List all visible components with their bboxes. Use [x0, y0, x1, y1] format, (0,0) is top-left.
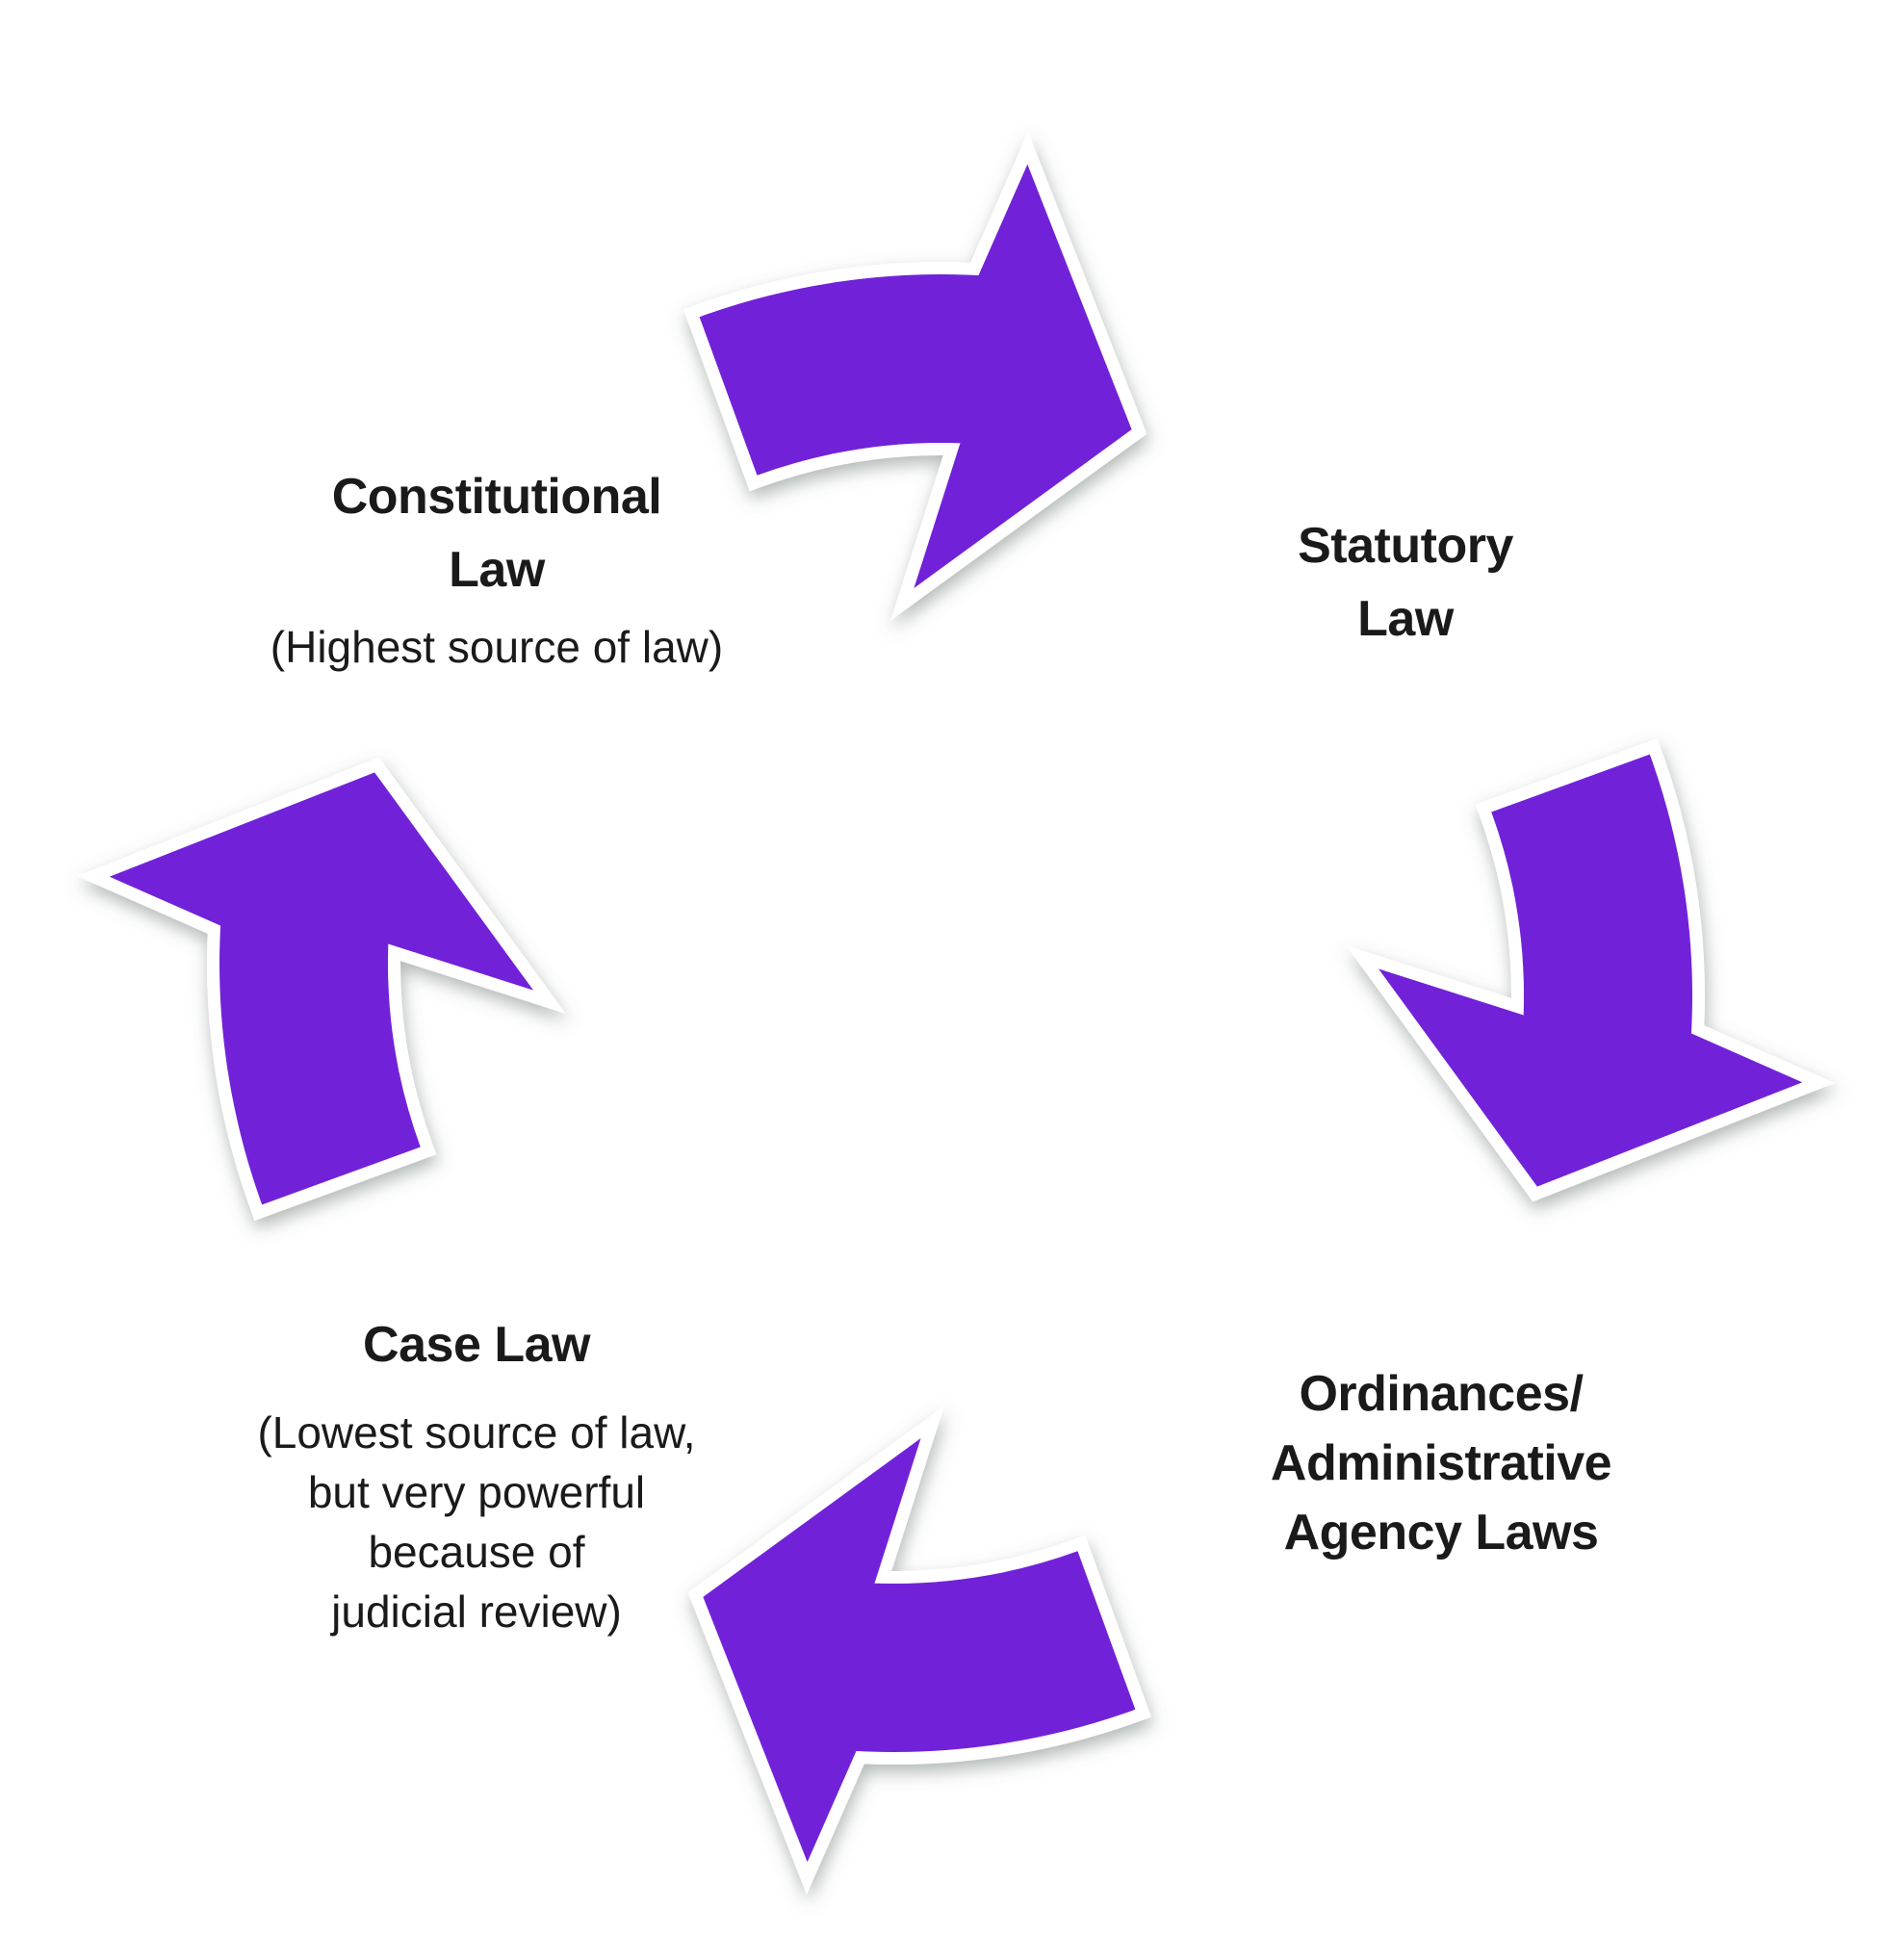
curved-arrow-left-icon	[110, 772, 533, 1204]
title-line: Ordinances/	[1299, 1366, 1584, 1422]
node-title-ordinances: Ordinances/ Administrative Agency Laws	[1270, 1359, 1612, 1567]
subtitle-line: because of	[368, 1527, 585, 1577]
subtitle-line: judicial review)	[331, 1586, 622, 1637]
title-line: Law	[449, 542, 545, 598]
node-title-constitutional-law: Constitutional Law	[271, 460, 723, 606]
subtitle-line: (Highest source of law)	[270, 622, 724, 672]
title-line: Agency Laws	[1283, 1505, 1599, 1560]
title-line: Statutory	[1298, 518, 1513, 574]
node-title-statutory-law: Statutory Law	[1298, 509, 1513, 656]
subtitle-line: (Lowest source of law,	[257, 1407, 696, 1457]
node-label-constitutional-law: Constitutional Law (Highest source of la…	[271, 460, 723, 676]
node-title-case-law: Case Law	[257, 1308, 695, 1381]
node-label-ordinances-administrative-agency-laws: Ordinances/ Administrative Agency Laws	[1270, 1359, 1612, 1567]
curved-arrow-bottom-icon	[703, 1438, 1135, 1862]
curved-arrow-right-icon	[1379, 755, 1802, 1187]
node-label-case-law: Case Law (Lowest source of law, but very…	[257, 1308, 695, 1641]
title-line: Case Law	[363, 1317, 590, 1373]
node-subtitle-case-law: (Lowest source of law, but very powerful…	[257, 1403, 695, 1641]
curved-arrow-top-icon	[700, 165, 1132, 588]
node-label-statutory-law: Statutory Law	[1298, 509, 1513, 656]
node-subtitle-constitutional-law: (Highest source of law)	[271, 618, 723, 676]
title-line: Constitutional	[331, 469, 662, 525]
title-line: Law	[1357, 591, 1454, 647]
subtitle-line: but very powerful	[307, 1467, 646, 1517]
title-line: Administrative	[1270, 1435, 1612, 1491]
